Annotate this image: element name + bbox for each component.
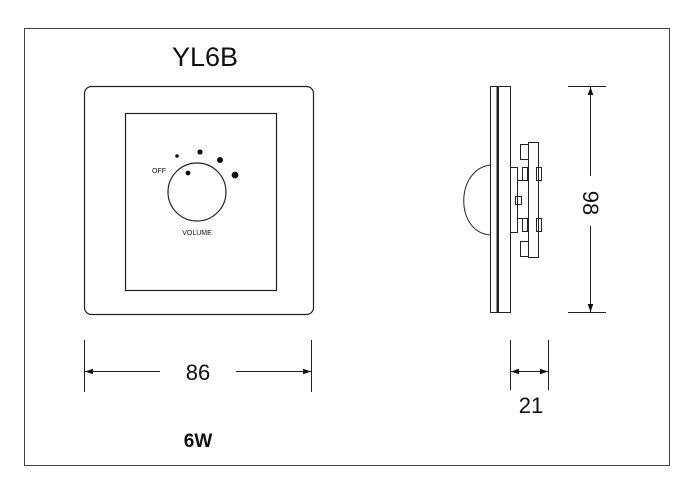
level-dot-2 — [197, 149, 203, 155]
power-rating: 6W — [184, 431, 213, 452]
off-label: OFF — [152, 168, 166, 175]
front-plate — [83, 85, 315, 316]
knob-indicator-dot — [185, 170, 191, 176]
depth-value: 21 — [519, 393, 543, 418]
width-value: 86 — [186, 360, 210, 385]
side-view — [463, 86, 542, 313]
inner-panel — [124, 112, 278, 292]
model-title: YL6B — [172, 42, 238, 72]
front-view: OFF VOLUME — [83, 85, 315, 316]
level-dot-4 — [231, 171, 239, 179]
level-dot-1 — [175, 154, 179, 158]
volume-label: VOLUME — [182, 230, 212, 237]
depth-dimension — [510, 340, 549, 390]
level-dot-3 — [217, 157, 223, 163]
height-value: 98 — [578, 191, 603, 215]
height-dimension — [568, 86, 606, 313]
drawing-frame — [24, 28, 670, 466]
width-dimension — [84, 340, 312, 392]
volume-knob — [167, 162, 227, 222]
